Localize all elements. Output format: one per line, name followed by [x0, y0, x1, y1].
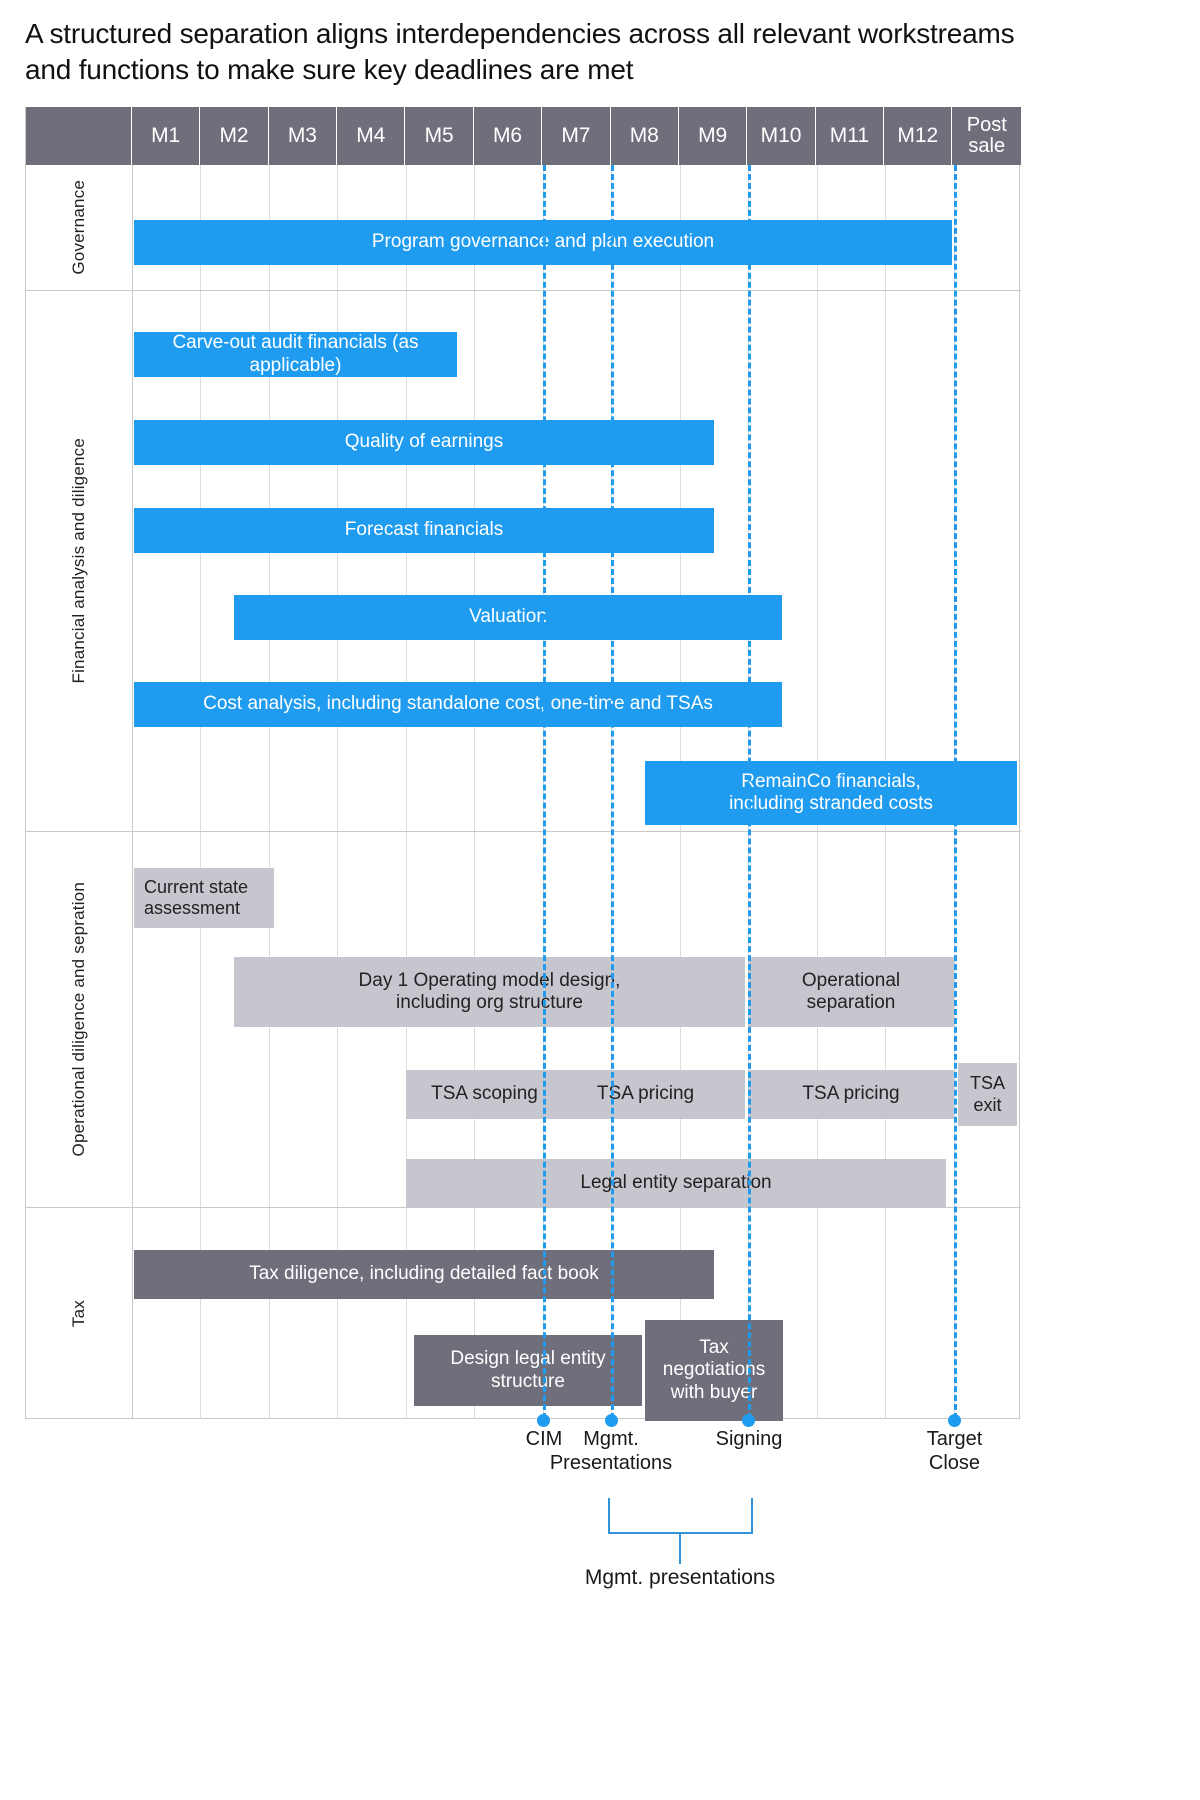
lane-label-governance: Governance — [26, 165, 132, 290]
milestone-dot-signing — [742, 1414, 755, 1427]
bracket-left-arm — [608, 1498, 610, 1534]
page-title: A structured separation aligns interdepe… — [25, 18, 1015, 85]
bar-operational-separation[interactable]: Operational separation — [748, 957, 954, 1027]
lane-label-tax: Tax — [26, 1208, 132, 1419]
bar-tax-negotiations-with-buyer[interactable]: Tax negotiations with buyer — [645, 1320, 783, 1421]
milestone-dot-target-close — [948, 1414, 961, 1427]
header-cell-post-sale: Post sale — [966, 114, 1007, 157]
milestone-line-signing — [748, 165, 751, 1419]
bar-legal-entity-separation[interactable]: Legal entity separation — [406, 1159, 946, 1208]
bar-remainco-financials[interactable]: RemainCo financials, including stranded … — [645, 761, 1017, 825]
milestone-dot-mgmt-presentations — [605, 1414, 618, 1427]
timeline-header: M1 M2 M3 M4 M5 M6 M7 M8 M9 M10 M11 M12 P… — [26, 107, 1021, 165]
bar-carve-out-audit-financials[interactable]: Carve-out audit financials (as applicabl… — [134, 332, 457, 377]
header-cell-m6: M6 — [474, 107, 543, 165]
milestone-dot-cim — [537, 1414, 550, 1427]
header-cell-m3: M3 — [269, 107, 338, 165]
lane-label-financial-analysis: Financial analysis and diligence — [26, 291, 132, 831]
header-cell-m10: M10 — [747, 107, 816, 165]
bar-day1-operating-model-design[interactable]: Day 1 Operating model design, including … — [234, 957, 745, 1027]
milestone-line-mgmt-presentations — [611, 165, 614, 1419]
bar-tsa-scoping[interactable]: TSA scoping — [406, 1070, 563, 1119]
milestone-label-cim: CIM — [525, 1428, 563, 1450]
header-cell-m12: M12 — [884, 107, 953, 165]
header-cell-m11: M11 — [816, 107, 885, 165]
header-cell-m5: M5 — [405, 107, 474, 165]
bar-tsa-pricing-2[interactable]: TSA pricing — [748, 1070, 954, 1119]
bar-tax-diligence[interactable]: Tax diligence, including detailed fact b… — [134, 1250, 714, 1299]
bracket-right-arm — [751, 1498, 753, 1534]
lane-label-operational-diligence-text: Operational diligence and sepration — [69, 882, 88, 1157]
milestone-line-target-close — [954, 165, 957, 1419]
bar-tsa-exit[interactable]: TSA exit — [958, 1063, 1017, 1126]
header-cell-rowlabel — [26, 107, 132, 165]
milestone-line-cim — [543, 165, 546, 1419]
milestone-label-signing: Signing — [715, 1428, 783, 1450]
header-cell-m4: M4 — [337, 107, 406, 165]
lane-governance: Governance — [26, 165, 1021, 291]
bracket-label-mgmt-presentations: Mgmt. presentations — [584, 1566, 776, 1589]
lane-label-financial-analysis-text: Financial analysis and diligence — [69, 438, 88, 684]
bar-forecast-financials[interactable]: Forecast financials — [134, 508, 714, 553]
mgmt-presentations-bracket — [608, 1498, 753, 1564]
gantt-chart: M1 M2 M3 M4 M5 M6 M7 M8 M9 M10 M11 M12 P… — [25, 107, 1021, 1421]
lane-label-tax-text: Tax — [69, 1299, 88, 1328]
header-cell-m1: M1 — [132, 107, 201, 165]
lane-financial-analysis: Financial analysis and diligence — [26, 291, 1021, 832]
bar-quality-of-earnings[interactable]: Quality of earnings — [134, 420, 714, 465]
bar-tsa-pricing-1[interactable]: TSA pricing — [546, 1070, 745, 1119]
header-cell-m7: M7 — [542, 107, 611, 165]
bracket-stem — [679, 1532, 681, 1564]
bar-design-legal-entity-structure[interactable]: Design legal entity structure — [414, 1335, 642, 1406]
milestone-label-mgmt-presentations: Mgmt. Presentations — [549, 1428, 673, 1474]
header-cell-m9: M9 — [679, 107, 748, 165]
lane-label-governance-text: Governance — [69, 180, 88, 275]
header-cell-m8: M8 — [611, 107, 679, 165]
milestone-label-target-close: Target Close — [926, 1428, 983, 1474]
bar-valuation[interactable]: Valuation — [234, 595, 782, 640]
bar-current-state-assessment[interactable]: Current state assessment — [134, 868, 274, 928]
header-cell-m2: M2 — [200, 107, 269, 165]
chart-body: Governance Financial analysis and dilige… — [26, 165, 1021, 1421]
bar-cost-analysis[interactable]: Cost analysis, including standalone cost… — [134, 682, 782, 727]
lane-label-operational-diligence: Operational diligence and sepration — [26, 832, 132, 1207]
